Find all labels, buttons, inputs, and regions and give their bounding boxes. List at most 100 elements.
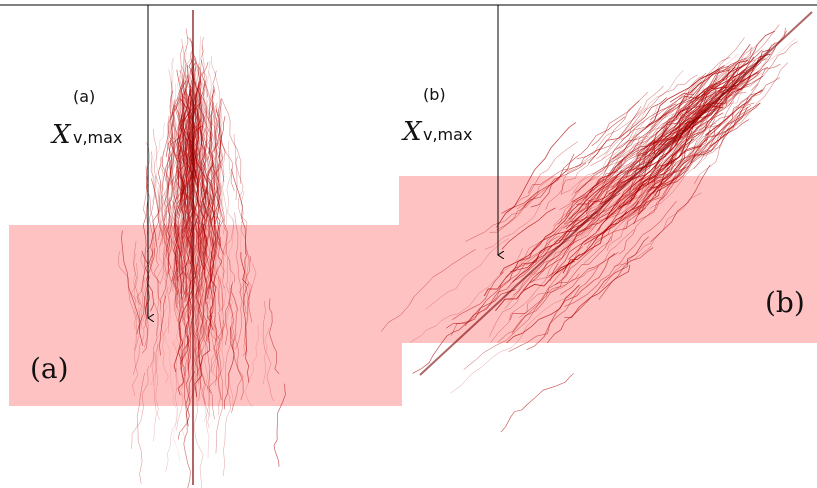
shower-track (642, 113, 684, 157)
shower-track (163, 179, 173, 221)
shower-track (176, 238, 180, 288)
shower-track (639, 88, 735, 173)
shower-track (510, 169, 623, 273)
shower-track (196, 168, 205, 279)
shower-track (160, 160, 179, 284)
shower-track (638, 152, 692, 212)
shower-track (676, 24, 780, 130)
shower-track (596, 153, 677, 241)
shower-track (180, 140, 200, 239)
shower-track (187, 86, 194, 170)
shower-track (165, 136, 176, 182)
shower-track (648, 44, 758, 135)
shower-track (412, 289, 516, 374)
shower-track (527, 106, 642, 194)
shower-track (215, 240, 222, 311)
shower-track (163, 277, 170, 334)
shower-track (506, 195, 637, 278)
shower-track (636, 67, 754, 160)
shower-track (512, 211, 599, 283)
shower-track (686, 60, 748, 114)
shower-track (198, 275, 209, 404)
shower-track (663, 118, 716, 177)
shower-track (663, 80, 729, 146)
shower-track (178, 69, 183, 124)
shower-track (170, 80, 174, 129)
shower-track (560, 252, 619, 295)
shower-track (144, 248, 156, 316)
shower-track (425, 238, 510, 310)
shower-track (504, 226, 579, 310)
shower-track (204, 201, 220, 307)
shower-track (750, 63, 781, 91)
shower-track (657, 62, 740, 155)
shower-track (516, 175, 555, 210)
shower-track (692, 70, 748, 116)
shower-track (183, 58, 191, 108)
shower-track (159, 143, 180, 244)
shower-track (203, 88, 213, 200)
shower-track (180, 106, 191, 188)
shower-track (506, 195, 637, 278)
shower-track (172, 147, 188, 295)
shower-track (208, 237, 214, 338)
shower-track (199, 206, 212, 276)
shower-track (189, 107, 197, 220)
shower-track (168, 90, 174, 185)
shower-track (698, 102, 755, 152)
shower-track (693, 103, 761, 170)
shower-track (178, 69, 183, 124)
band-connector (399, 225, 409, 343)
shower-track (199, 168, 204, 206)
shower-track (501, 116, 626, 214)
shower-track (563, 184, 613, 229)
shower-track (173, 108, 185, 230)
panel-b-xmax-label: X (b) v,max (401, 85, 472, 147)
shower-track (186, 100, 207, 211)
shower-track (583, 188, 661, 246)
shower-track (598, 247, 654, 300)
shower-track (170, 80, 184, 175)
shower-track (588, 97, 667, 164)
shower-track (144, 231, 157, 348)
shower-track (451, 285, 502, 336)
shower-track (592, 79, 704, 174)
shower-track (598, 247, 654, 300)
shower-track (506, 215, 599, 303)
shower-track (174, 246, 189, 381)
shower-track (204, 86, 216, 205)
shower-track (642, 137, 673, 163)
shower-track (611, 90, 706, 190)
shower-track (579, 111, 692, 213)
shower-track (583, 209, 643, 264)
shower-track (703, 62, 788, 157)
shower-track (179, 170, 194, 276)
shower-track (565, 109, 693, 218)
shower-track (199, 170, 215, 282)
shower-track (593, 140, 688, 221)
shower-track (506, 215, 599, 303)
shower-track (606, 72, 707, 177)
shower-track (688, 27, 786, 114)
shower-track (683, 72, 745, 125)
shower-track (136, 195, 150, 335)
shower-track (693, 103, 761, 170)
shower-track (177, 191, 187, 237)
shower-track (632, 124, 721, 214)
shower-track (150, 151, 161, 240)
shower-track (625, 119, 729, 211)
shower-track (675, 67, 748, 130)
shower-track (664, 54, 768, 165)
shower-track (166, 96, 179, 229)
shower-track (510, 169, 623, 273)
shower-track (207, 213, 213, 300)
shower-track (186, 125, 201, 261)
shower-track (196, 186, 203, 226)
shower-track (618, 168, 686, 255)
shower-track (159, 295, 167, 356)
shower-track (160, 160, 179, 284)
shower-track (610, 101, 678, 172)
shower-track (583, 188, 661, 246)
shower-track (632, 124, 721, 214)
shower-track (597, 115, 688, 206)
